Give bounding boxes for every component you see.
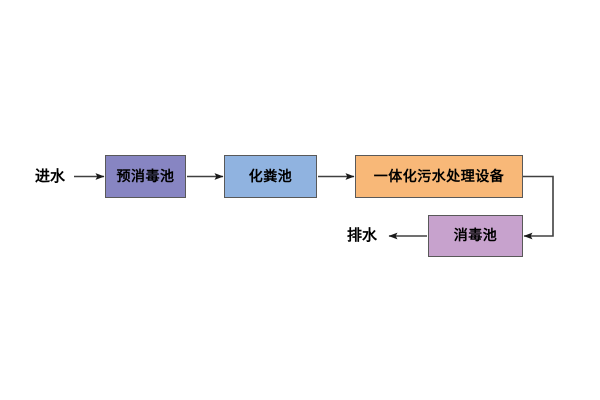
inlet-label: 进水 [35,167,66,185]
node-label: 消毒池 [453,228,498,244]
node-disinfection-tank[interactable]: 消毒池 [428,215,523,257]
node-label: 一体化污水处理设备 [373,168,505,185]
node-label: 化粪池 [248,168,293,185]
node-septic-tank[interactable]: 化粪池 [224,155,317,198]
node-label: 预消毒池 [116,168,175,185]
outlet-label: 排水 [347,226,378,244]
node-integrated-sewage-treatment-equipment[interactable]: 一体化污水处理设备 [355,155,523,198]
node-pre-disinfection-tank[interactable]: 预消毒池 [105,155,186,198]
connector-equipment-to-disinfection [523,175,554,240]
